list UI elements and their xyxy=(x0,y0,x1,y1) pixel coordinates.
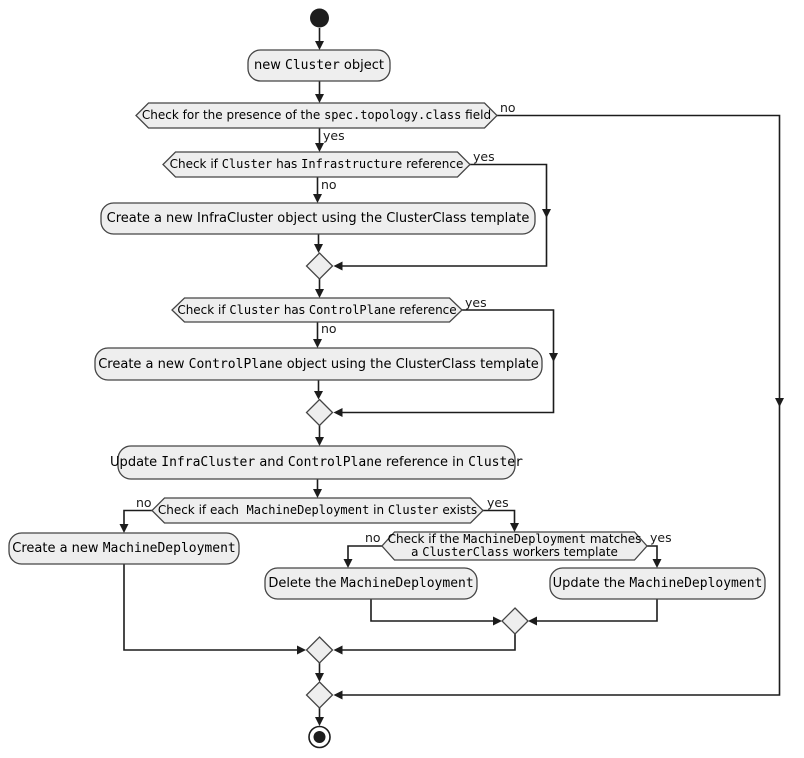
edge-update-md-to-merge xyxy=(528,599,658,626)
activity-create-controlplane-shape xyxy=(94,347,543,381)
activity-update-references-shape xyxy=(117,445,516,480)
edge-infracluster-to-merge xyxy=(314,234,323,253)
merge-final-diamond xyxy=(305,681,334,709)
edge-topology-yes xyxy=(315,128,324,152)
edge-label-topology-yes: yes xyxy=(323,128,345,143)
decision-machinedeployment-exists-shape xyxy=(151,497,484,524)
decision-machinedeployment-matches-label: Check if the MachineDeployment matches a… xyxy=(382,532,647,560)
edge-label-md-matches-no: no xyxy=(365,530,381,545)
edge-md-merge-to-main-merge xyxy=(333,634,516,655)
decision-machinedeployment-exists-label: Check if each MachineDeployment in Clust… xyxy=(157,503,478,517)
edge-label-controlplane-yes: yes xyxy=(465,295,487,310)
activity-update-references-label: Update InfraCluster and ControlPlane ref… xyxy=(110,455,523,470)
edge-label-controlplane-no: no xyxy=(321,321,337,336)
edge-controlplane-yes xyxy=(333,309,558,417)
decision-infra-reference-shape xyxy=(162,151,471,178)
edge-label-topology-no: no xyxy=(500,100,516,115)
activity-delete-machinedeployment-label: Delete the MachineDeployment xyxy=(268,576,474,591)
merge-infracluster-diamond xyxy=(305,252,334,280)
edge-infra-no xyxy=(313,177,322,203)
edge-md-exists-no xyxy=(119,509,152,533)
edge-md-matches-yes xyxy=(647,545,662,568)
decision-machinedeployment-matches-line2: a ClusterClass workers template xyxy=(411,545,618,559)
edge-delete-md-to-merge xyxy=(370,599,502,626)
edge-infra-yes xyxy=(333,163,551,271)
decision-controlplane-reference-label: Check if Cluster has ControlPlane refere… xyxy=(177,302,457,317)
edge-md-exists-yes xyxy=(483,509,519,532)
edge-md-matches-no xyxy=(343,545,382,568)
activity-create-infracluster-shape xyxy=(100,202,536,235)
end-node-dot xyxy=(313,731,326,743)
activity-create-infracluster-label: Create a new InfraCluster object using t… xyxy=(106,211,530,226)
edge-label-infra-no: no xyxy=(321,177,337,192)
activity-update-machinedeployment-shape xyxy=(549,567,766,600)
edge-label-infra-yes: yes xyxy=(473,149,495,164)
merge-main-diamond xyxy=(305,636,334,664)
merge-controlplane-diamond xyxy=(305,398,334,427)
activity-create-machinedeployment-label: Create a new MachineDeployment xyxy=(12,541,236,556)
edge-merge-to-controlplane-check xyxy=(315,279,324,298)
edge-final-merge-to-end xyxy=(315,708,324,726)
edge-label-md-matches-yes: yes xyxy=(650,530,672,545)
edge-update-refs-to-md-check xyxy=(313,479,322,498)
edge-label-md-exists-no: no xyxy=(136,495,152,510)
edge-merge-to-update-refs xyxy=(315,425,324,446)
activity-create-controlplane-label: Create a new ControlPlane object using t… xyxy=(98,356,539,372)
decision-machinedeployment-matches-line1: Check if the MachineDeployment matches xyxy=(387,531,642,546)
merge-machinedeployment-diamond xyxy=(501,607,529,635)
edge-label-md-exists-yes: yes xyxy=(487,495,509,510)
decision-controlplane-reference-shape xyxy=(171,297,463,323)
start-node xyxy=(310,8,329,28)
activity-new-cluster-shape xyxy=(247,49,391,82)
decision-infra-reference-label: Check if Cluster has Infrastructure refe… xyxy=(169,157,464,171)
decision-topology-class-shape xyxy=(135,102,498,129)
edge-topology-no-long xyxy=(333,114,784,700)
activity-update-machinedeployment-label: Update the MachineDeployment xyxy=(552,576,763,591)
decision-machinedeployment-matches-shape xyxy=(381,531,648,561)
edge-main-merge-to-final-merge xyxy=(315,663,324,682)
decision-topology-class-label: Check for the presence of the spec.topol… xyxy=(141,108,492,122)
edge-start-to-new-cluster xyxy=(315,28,324,50)
edge-controlplane-to-merge xyxy=(314,380,323,400)
edge-controlplane-no xyxy=(313,322,322,348)
activity-delete-machinedeployment-shape xyxy=(264,567,478,600)
activity-create-machinedeployment-shape xyxy=(8,532,240,565)
edge-new-cluster-to-topology-check xyxy=(315,81,324,103)
edge-create-md-to-merge xyxy=(123,564,306,655)
activity-new-cluster-label: new Cluster object xyxy=(253,58,384,73)
